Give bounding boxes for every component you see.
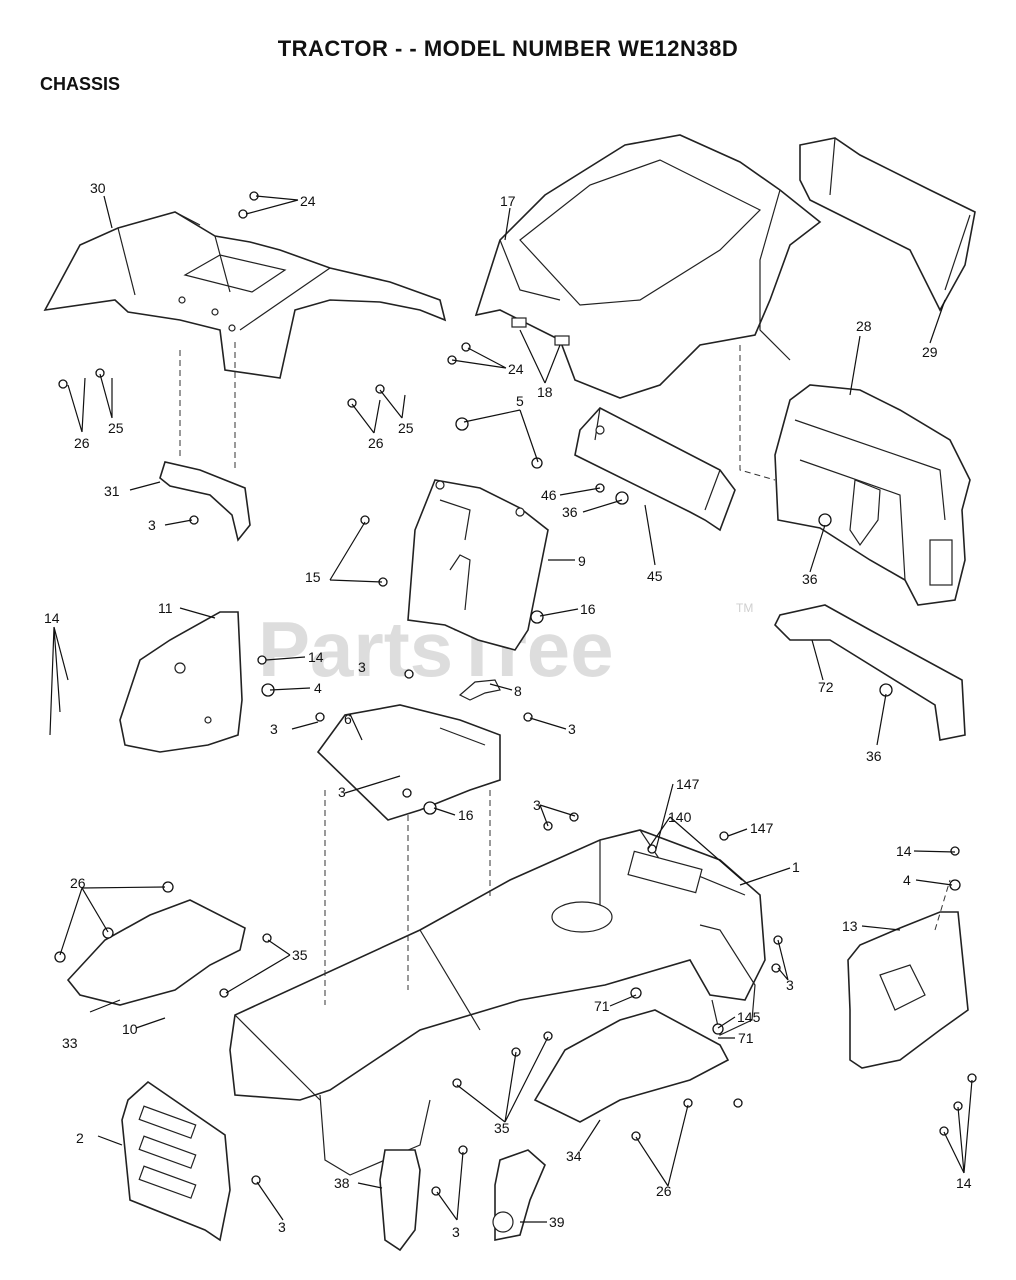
callout-36: 36 bbox=[562, 504, 578, 520]
part-34-cover bbox=[533, 1009, 730, 1123]
callout-25: 25 bbox=[108, 420, 124, 436]
callout-140: 140 bbox=[668, 809, 692, 825]
callout-147: 147 bbox=[676, 776, 700, 792]
part-29-rear-skirt bbox=[799, 137, 976, 312]
part-9-steering-panel bbox=[407, 479, 549, 651]
callout-26: 26 bbox=[368, 435, 384, 451]
callout-35: 35 bbox=[292, 947, 308, 963]
callout-13: 13 bbox=[842, 918, 858, 934]
callout-145: 145 bbox=[737, 1009, 761, 1025]
part-1-main-frame bbox=[229, 829, 766, 1176]
part-45-support-bracket bbox=[574, 407, 736, 532]
callout-5: 5 bbox=[516, 393, 524, 409]
callout-9: 9 bbox=[578, 553, 586, 569]
part-17-seat-pan bbox=[474, 134, 822, 399]
fasteners bbox=[54, 191, 977, 1196]
callout-35: 35 bbox=[494, 1120, 510, 1136]
callout-71: 71 bbox=[738, 1030, 754, 1046]
callout-3: 3 bbox=[786, 977, 794, 993]
callout-17: 17 bbox=[500, 193, 516, 209]
callout-71: 71 bbox=[594, 998, 610, 1014]
callout-24: 24 bbox=[508, 361, 524, 377]
callout-38: 38 bbox=[334, 1175, 350, 1191]
callout-33: 33 bbox=[62, 1035, 78, 1051]
callout-14: 14 bbox=[308, 649, 324, 665]
callout-39: 39 bbox=[549, 1214, 565, 1230]
callout-16: 16 bbox=[458, 807, 474, 823]
callout-72: 72 bbox=[818, 679, 834, 695]
callout-18: 18 bbox=[537, 384, 553, 400]
callout-3: 3 bbox=[278, 1219, 286, 1235]
callout-14: 14 bbox=[896, 843, 912, 859]
callout-10: 10 bbox=[122, 1021, 138, 1037]
part-2-front-plate bbox=[121, 1080, 231, 1242]
callout-3: 3 bbox=[452, 1224, 460, 1240]
callout-3: 3 bbox=[338, 784, 346, 800]
callout-labels: 30 24 17 29 28 24 18 26 25 26 25 5 46 36… bbox=[44, 180, 972, 1240]
callout-1: 1 bbox=[792, 859, 800, 875]
callout-3: 3 bbox=[358, 659, 366, 675]
callout-26: 26 bbox=[74, 435, 90, 451]
part-13-right-panel bbox=[847, 911, 969, 1069]
callout-24: 24 bbox=[300, 193, 316, 209]
part-6-plate bbox=[316, 704, 501, 821]
callout-26: 26 bbox=[70, 875, 86, 891]
callout-4: 4 bbox=[903, 872, 911, 888]
leader-lines bbox=[49, 195, 973, 1223]
part-28-dash-panel bbox=[774, 384, 971, 606]
callout-11: 11 bbox=[158, 600, 173, 616]
part-30-rear-fender bbox=[43, 211, 447, 379]
watermark-tm: TM bbox=[736, 601, 753, 615]
part-39-bracket bbox=[492, 1149, 546, 1241]
callout-28: 28 bbox=[856, 318, 872, 334]
part-33-cover bbox=[66, 899, 246, 1006]
callout-3: 3 bbox=[148, 517, 156, 533]
section-title: CHASSIS bbox=[40, 74, 121, 94]
part-38-bracket bbox=[379, 1149, 421, 1252]
part-72-brace bbox=[774, 604, 966, 741]
part-8-clip bbox=[458, 679, 501, 701]
callout-14: 14 bbox=[956, 1175, 972, 1191]
callout-14: 14 bbox=[44, 610, 60, 626]
callout-34: 34 bbox=[566, 1148, 582, 1164]
callout-29: 29 bbox=[922, 344, 938, 360]
alignment-lines bbox=[179, 342, 951, 1005]
callout-36: 36 bbox=[866, 748, 882, 764]
callout-8: 8 bbox=[514, 683, 522, 699]
callout-15: 15 bbox=[305, 569, 321, 585]
callout-2: 2 bbox=[76, 1130, 84, 1146]
part-11-left-panel bbox=[119, 611, 243, 753]
callout-46: 46 bbox=[541, 487, 557, 503]
callout-3: 3 bbox=[533, 797, 541, 813]
callout-147: 147 bbox=[750, 820, 774, 836]
callout-3: 3 bbox=[270, 721, 278, 737]
part-31-bracket bbox=[159, 461, 251, 542]
callout-16: 16 bbox=[580, 601, 596, 617]
callout-36: 36 bbox=[802, 571, 818, 587]
callout-3: 3 bbox=[568, 721, 576, 737]
callout-6: 6 bbox=[344, 711, 352, 727]
callout-30: 30 bbox=[90, 180, 106, 196]
callout-45: 45 bbox=[647, 568, 663, 584]
page-title: TRACTOR - - MODEL NUMBER WE12N38D bbox=[277, 36, 739, 61]
callout-25: 25 bbox=[398, 420, 414, 436]
callout-31: 31 bbox=[104, 483, 120, 499]
callout-26: 26 bbox=[656, 1183, 672, 1199]
callout-4: 4 bbox=[314, 680, 322, 696]
